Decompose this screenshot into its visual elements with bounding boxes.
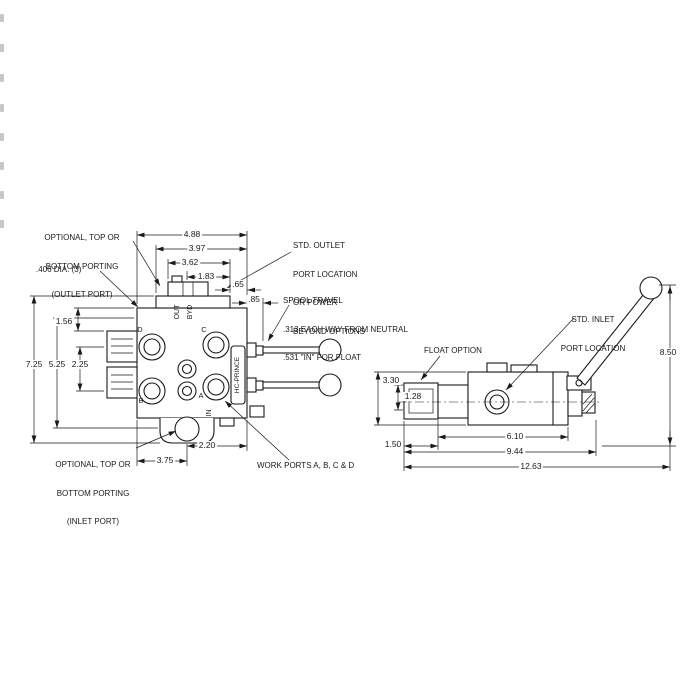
callout-optional-outlet-line3: (OUTLET PORT) <box>51 290 113 299</box>
dim-height-156: 1.56 <box>54 316 74 326</box>
callout-optional-inlet-line1: OPTIONAL, TOP OR <box>55 460 131 469</box>
port-label-b: B <box>138 396 144 405</box>
dim-bottom-375: 3.75 <box>155 455 175 465</box>
scan-artifact <box>0 74 4 82</box>
dim-width-150: 1.50 <box>383 439 403 449</box>
scan-artifact <box>0 44 4 52</box>
brand-label: HC-PRINCE <box>234 356 241 394</box>
scan-artifact <box>0 162 4 170</box>
callout-std-outlet-line4: BEYOND OPTIONS <box>293 326 366 336</box>
callout-std-outlet-line2: PORT LOCATION <box>293 269 358 279</box>
dim-height-225: 2.25 <box>70 359 90 369</box>
scan-artifact <box>0 133 4 141</box>
callout-spool-travel: SPOOL TRAVEL .313 EACH WAY FROM NEUTRAL … <box>283 277 408 382</box>
callout-std-inlet-line1: STD. INLET <box>571 315 615 324</box>
callout-std-inlet: STD. INLET PORT LOCATION <box>545 296 641 372</box>
port-label-byd: BYD <box>187 304 194 320</box>
spool-knob-upper <box>318 338 342 362</box>
front-valve-body <box>106 275 248 444</box>
port-label-a: A <box>198 391 204 400</box>
dim-height-725: 7.25 <box>24 359 44 369</box>
dim-width-183: 1.83 <box>196 271 216 281</box>
dim-height-330: 3.30 <box>381 375 401 385</box>
dim-width-362: 3.62 <box>180 257 200 267</box>
callout-optional-outlet: OPTIONAL, TOP OR BOTTOM PORTING (OUTLET … <box>30 214 134 319</box>
dim-width-085: .85 <box>246 294 262 304</box>
side-port-block-upper <box>106 330 138 363</box>
brand-plate <box>230 345 246 405</box>
dim-height-525: 5.25 <box>47 359 67 369</box>
dim-height-128: 1.28 <box>403 391 423 401</box>
callout-std-outlet: STD. OUTLET PORT LOCATION OR POWER BEYON… <box>293 222 365 355</box>
scan-artifact <box>0 191 4 199</box>
scan-artifact <box>0 220 4 228</box>
callout-std-outlet-line3: OR POWER <box>293 298 338 307</box>
side-handle <box>566 276 663 391</box>
port-c <box>202 331 230 359</box>
front-spools <box>246 338 342 418</box>
callout-float-option: FLOAT OPTION <box>424 346 482 355</box>
port-a <box>202 373 230 401</box>
callout-spool-travel-line3: .531 "IN" FOR FLOAT <box>283 353 361 362</box>
callout-optional-outlet-line1: OPTIONAL, TOP OR <box>44 233 120 242</box>
port-label-c: C <box>201 325 207 334</box>
dim-width-610: 6.10 <box>505 431 525 441</box>
dim-width-065: .65 <box>230 279 246 289</box>
side-valve-body <box>398 362 600 426</box>
port-label-out: OUT <box>174 304 181 320</box>
spool-knob-lower <box>318 373 342 397</box>
callout-optional-inlet-line3: (INLET PORT) <box>66 517 120 526</box>
scan-artifact <box>0 14 4 22</box>
callout-std-inlet-line2: PORT LOCATION <box>560 343 626 353</box>
side-leader-lines <box>420 317 575 391</box>
handle-knob <box>639 276 663 300</box>
port-b <box>138 377 166 405</box>
callout-hole-dia: .406 DIA. (3) <box>36 265 82 274</box>
callout-optional-outlet-line2: BOTTOM PORTING <box>45 261 119 271</box>
dim-bottom-220: 2.20 <box>197 440 217 450</box>
scan-artifact <box>0 104 4 112</box>
dim-width-1263: 12.63 <box>518 461 544 471</box>
dim-overall-width: 4.88 <box>182 229 202 239</box>
port-label-in: IN <box>206 409 213 417</box>
dim-width-944: 9.44 <box>505 446 525 456</box>
dim-width-397: 3.97 <box>187 243 207 253</box>
dim-height-850: 8.50 <box>658 347 678 357</box>
callout-spool-travel-line2: .313 EACH WAY FROM NEUTRAL <box>283 324 408 334</box>
callout-optional-inlet-line2: BOTTOM PORTING <box>56 488 130 498</box>
callout-work-ports: WORK PORTS A, B, C & D <box>257 461 355 470</box>
port-d <box>138 333 166 361</box>
callout-spool-travel-line1: SPOOL TRAVEL <box>283 296 343 305</box>
port-label-d: D <box>137 325 143 334</box>
callout-std-outlet-line1: STD. OUTLET <box>293 241 346 250</box>
callout-optional-inlet: OPTIONAL, TOP OR BOTTOM PORTING (INLET P… <box>50 441 136 546</box>
inlet-port-bottom <box>174 416 200 442</box>
side-port-block-lower <box>106 366 138 399</box>
